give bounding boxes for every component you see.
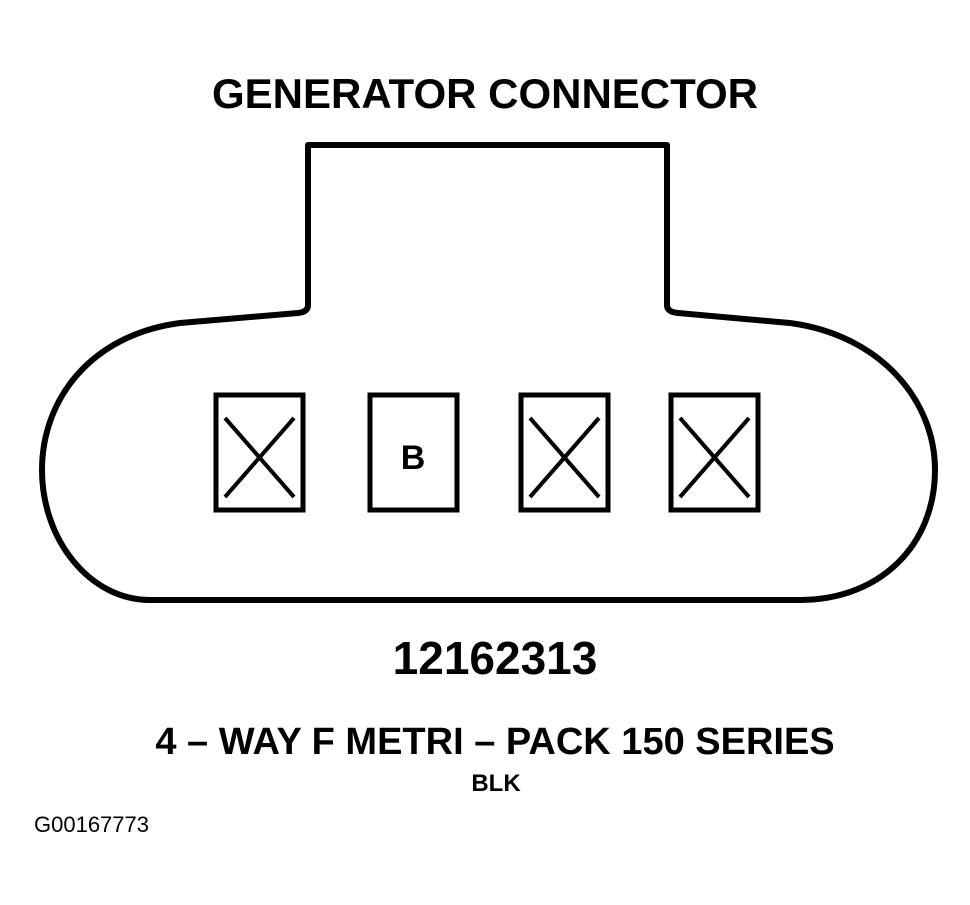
diagram-title: GENERATOR CONNECTOR — [211, 70, 759, 117]
part-number: 12162313 — [392, 632, 598, 684]
pin-cavity-3 — [518, 392, 611, 513]
pin-cavity-1 — [213, 392, 306, 513]
pin-label-b: B — [401, 439, 426, 477]
figure-id: G00167773 — [34, 812, 149, 837]
connector-outline — [39, 142, 938, 603]
pin-cavity-2: B — [367, 392, 460, 513]
connector-color: BLK — [471, 770, 521, 797]
pin-cavity-4 — [668, 392, 761, 513]
connector-description: 4 – WAY F METRI – PACK 150 SERIES — [155, 721, 835, 763]
